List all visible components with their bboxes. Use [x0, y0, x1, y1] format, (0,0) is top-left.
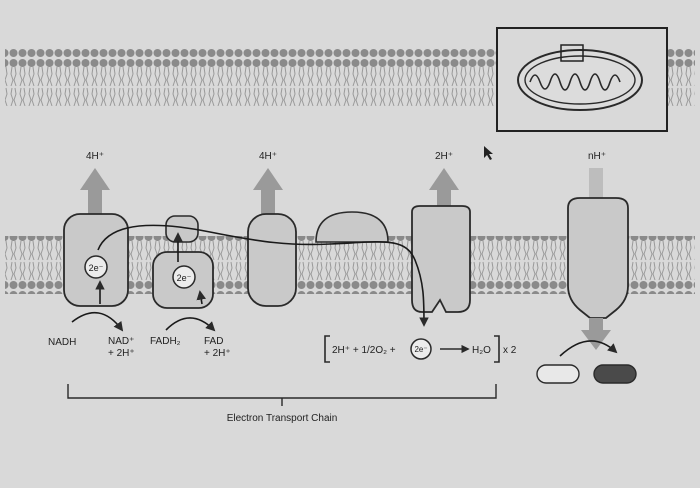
adp-to-atp-arrow — [559, 340, 618, 357]
nadh-oxidation-arrow — [71, 311, 124, 332]
adp-pill — [536, 364, 580, 384]
zoom-region-box — [560, 44, 584, 62]
equation-multiplier: x 2 — [503, 345, 517, 356]
svg-text:2e⁻: 2e⁻ — [177, 273, 192, 283]
complex1-proton-label: 4H⁺ — [86, 151, 104, 162]
proton-arrow-synthase — [589, 168, 603, 204]
fad-label: FAD — [204, 336, 223, 347]
mitochondrion-icon — [517, 49, 643, 111]
complex3-proton-label: 4H⁺ — [259, 151, 277, 162]
complex-4 — [411, 205, 471, 313]
svg-text:2e⁻: 2e⁻ — [89, 263, 104, 273]
nadh-label: NADH — [48, 337, 76, 348]
nad-label: NAD⁺ — [108, 336, 134, 347]
proton-arrow-complex1 — [80, 168, 110, 218]
electron-path-arrow — [97, 224, 429, 327]
cytochrome-c — [315, 211, 389, 243]
atp-synthase — [567, 197, 629, 350]
complex4-proton-label: 2H⁺ — [435, 151, 453, 162]
complex1-electron-badge: 2e⁻ — [84, 255, 108, 279]
complex-3 — [247, 213, 297, 307]
fad-proton-label: + 2H⁺ — [204, 348, 231, 359]
fadh2-label: FADH₂ — [150, 336, 181, 347]
equation-reactants: 2H⁺ + 1/2O₂ + — [332, 345, 396, 356]
water-equation: 2H⁺ + 1/2O₂ + 2e⁻ H₂O x 2 — [324, 335, 517, 363]
etc-bracket — [67, 384, 497, 406]
equation-product: H₂O — [472, 345, 491, 356]
synthase-proton-label: nH⁺ — [588, 151, 606, 162]
complex2-electron-badge: 2e⁻ — [172, 265, 196, 289]
mitochondrion-inset — [496, 27, 668, 132]
complex2-electron-entry-arrow — [196, 290, 206, 305]
fadh2-oxidation-arrow — [165, 317, 216, 332]
equation-electron-badge — [410, 338, 432, 360]
complex-2 — [152, 215, 214, 309]
cursor-icon — [484, 146, 493, 160]
equation-electron-label: 2e⁻ — [414, 345, 427, 354]
proton-arrow-complex4 — [429, 168, 459, 210]
proton-arrow-complex3 — [253, 168, 283, 218]
etc-caption: Electron Transport Chain — [227, 413, 338, 424]
atp-pill — [593, 364, 637, 384]
nad-proton-label: + 2H⁺ — [108, 348, 135, 359]
